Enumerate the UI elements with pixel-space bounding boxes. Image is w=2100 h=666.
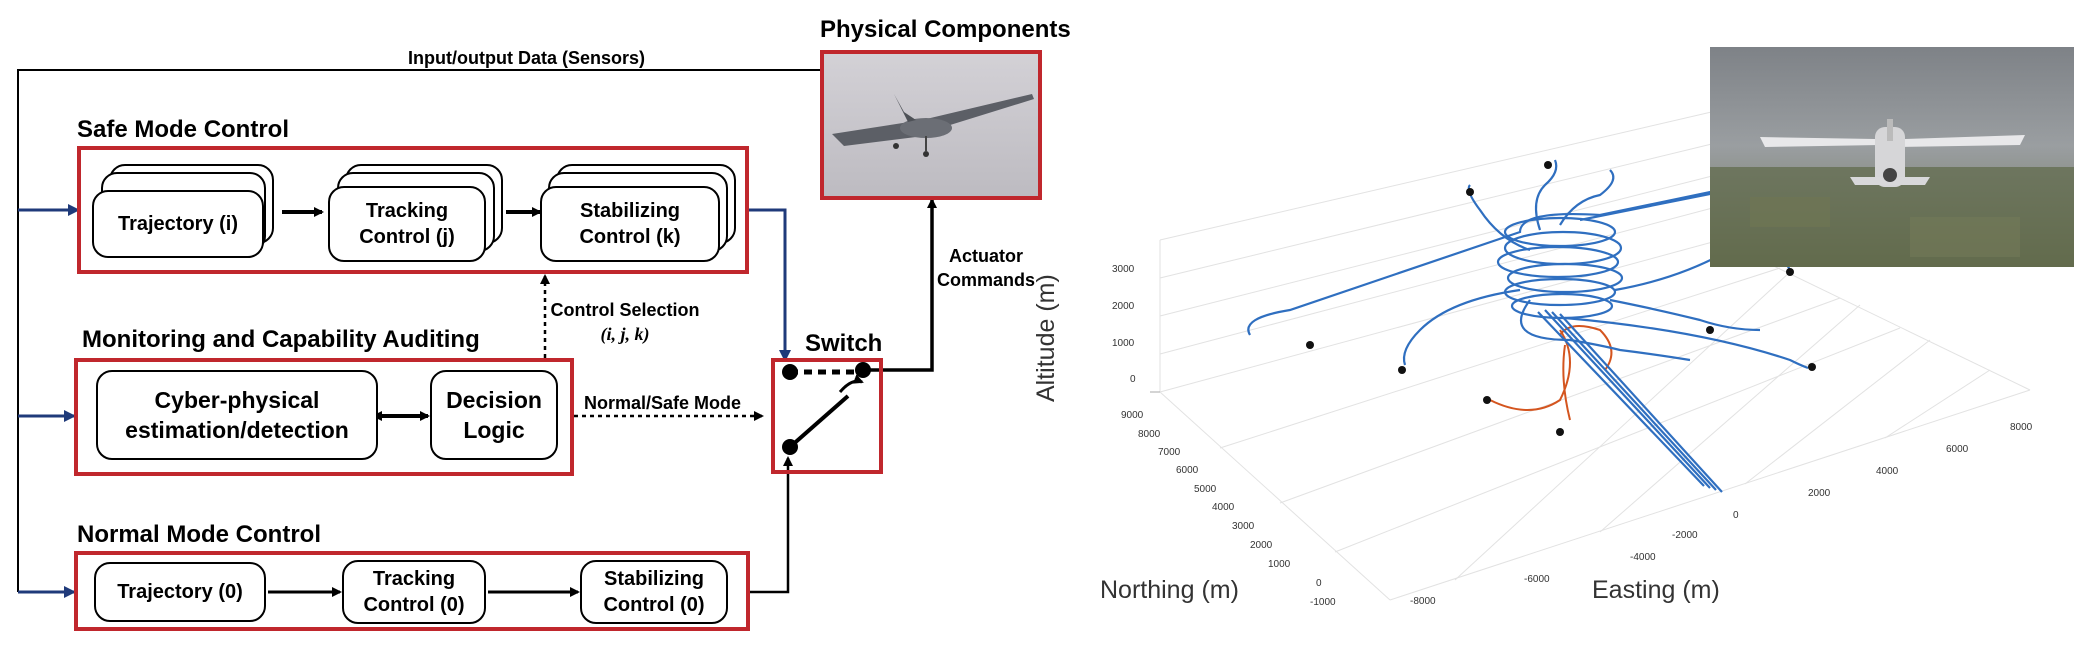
cyber-physical-block: Cyber-physical estimation/detection: [96, 370, 378, 460]
monitor-title: Monitoring and Capability Auditing: [82, 326, 480, 353]
y-tick-3000: 3000: [1232, 521, 1255, 532]
northing-label: Northing (m): [1100, 576, 1239, 604]
cyber-physical-line1: Cyber-physical: [154, 387, 320, 413]
actuator-line2: Commands: [936, 270, 1035, 290]
z-tick-2000: 2000: [1112, 301, 1135, 312]
control-selection-label: Control Selection (i, j, k): [540, 298, 710, 346]
x-tick-8000: 8000: [2010, 422, 2033, 433]
switch-box: [771, 358, 883, 474]
z-tick-0: 0: [1130, 374, 1136, 385]
safe-tracking-line1: Tracking: [365, 200, 449, 222]
x-tick-2000: 2000: [1808, 488, 1831, 499]
actuator-line1: Actuator: [948, 246, 1023, 266]
normal-mode-box: [74, 551, 750, 631]
normal-title: Normal Mode Control: [77, 521, 321, 548]
normal-trajectory-text: Trajectory (0): [117, 581, 243, 603]
sensor-feedback-line: [17, 69, 820, 592]
aircraft-photo: [1710, 47, 2074, 267]
safe-output-line: [748, 208, 791, 362]
safe-trajectory-block: Trajectory (i): [92, 190, 264, 258]
x-tick-minus4000: -4000: [1630, 552, 1656, 563]
y-tick-6000: 6000: [1176, 465, 1199, 476]
actuator-label: Actuator Commands: [930, 244, 1042, 292]
y-tick-2000: 2000: [1250, 540, 1273, 551]
y-tick-9000: 9000: [1121, 410, 1144, 421]
y-tick-1000: 1000: [1268, 559, 1291, 570]
easting-label: Easting (m): [1592, 576, 1720, 604]
safe-title: Safe Mode Control: [77, 116, 290, 143]
aircraft-photo-scene: [1710, 47, 2074, 267]
decision-logic-line1: Decision: [446, 387, 542, 413]
switch-label: Switch: [805, 330, 883, 357]
x-tick-minus2000: -2000: [1672, 530, 1698, 541]
physical-components-box: [820, 50, 1042, 200]
normal-tracking-line2: Control (0): [363, 594, 465, 616]
x-tick-0: 0: [1733, 510, 1739, 521]
safe-mode-box: [77, 146, 749, 274]
y-tick-8000: 8000: [1138, 429, 1161, 440]
physical-title: Physical Components: [820, 16, 1071, 43]
switch-contact-top-left: [782, 364, 798, 380]
y-tick-4000: 4000: [1212, 502, 1235, 513]
switch-curved-arrow: [838, 374, 864, 393]
z-tick-1000: 1000: [1112, 338, 1135, 349]
y-tick-5000: 5000: [1194, 484, 1217, 495]
normal-output-line: [748, 456, 793, 594]
normal-stabilizing-line2: Control (0): [603, 594, 705, 616]
actuator-line: [870, 198, 937, 372]
x-tick-4000: 4000: [1876, 466, 1899, 477]
normal-trajectory-block: Trajectory (0): [94, 562, 266, 622]
diagram-connectors: [17, 69, 937, 598]
x-tick-6000: 6000: [1946, 444, 1969, 455]
monitoring-box: [74, 358, 574, 476]
switch-lever: [788, 394, 850, 449]
control-selection-line1: Control Selection: [550, 300, 700, 320]
aircraft-markers: [1306, 161, 1816, 436]
x-tick-minus8000: -8000: [1410, 596, 1436, 607]
control-selection-line2: (i, j, k): [600, 324, 650, 344]
y-tick-7000: 7000: [1158, 447, 1181, 458]
normal-tracking-line1: Tracking: [372, 568, 456, 590]
trajectory-blue: [1247, 159, 1821, 493]
uav-photo: [824, 54, 1038, 196]
normal-safe-label: Normal/Safe Mode: [584, 393, 742, 413]
x-tick-minus6000: -6000: [1524, 574, 1550, 585]
y-tick-0: 0: [1316, 578, 1322, 589]
cyber-physical-line2: estimation/detection: [125, 417, 349, 443]
safe-stabilizing-line1: Stabilizing: [580, 200, 680, 222]
altitude-label: Altitude (m): [1032, 274, 1060, 402]
y-tick-minus1000: -1000: [1310, 597, 1336, 608]
normal-stabilizing-line1: Stabilizing: [604, 568, 704, 590]
safe-tracking-line2: Control (j): [359, 226, 455, 248]
io-label: Input/output Data (Sensors): [408, 48, 645, 68]
safe-trajectory-text: Trajectory (i): [117, 213, 239, 235]
switch-contact-top-right: [855, 362, 871, 378]
safe-stabilizing-line2: Control (k): [579, 226, 681, 248]
plot-grid: [1159, 109, 2031, 601]
z-tick-3000: 3000: [1112, 264, 1135, 275]
decision-logic-line2: Logic: [463, 417, 525, 443]
